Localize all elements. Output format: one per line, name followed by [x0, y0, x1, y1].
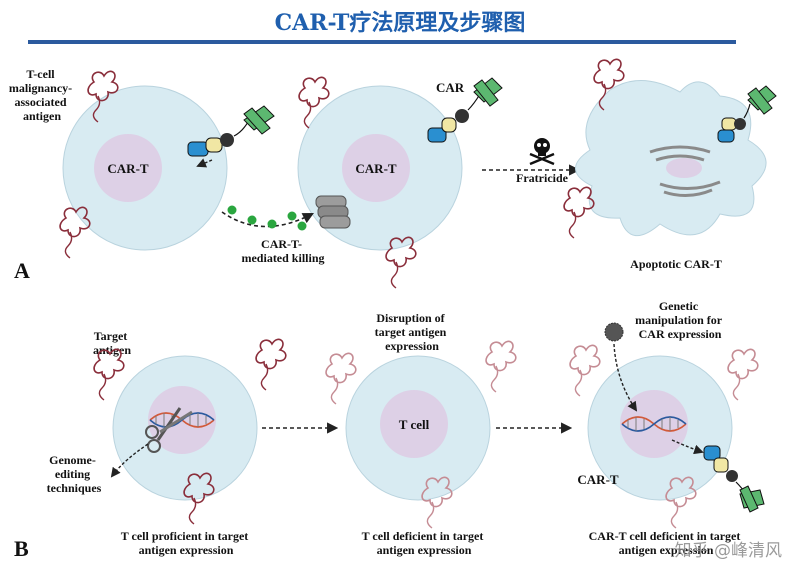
disruption-label: Disruption of target antigen expression [375, 311, 450, 353]
car-receptor-icon [717, 85, 777, 143]
genome-edit-arrow [110, 443, 149, 478]
fratricide-label: Fratricide [516, 171, 569, 185]
car-receptor-icon [187, 105, 275, 157]
car-receptor-icon [703, 445, 765, 513]
killing-arrow [221, 211, 314, 228]
antigen-faint-icon [569, 344, 601, 397]
cart-label-b: CAR-T [577, 472, 618, 487]
caption-proficient: T cell proficient in target antigen expr… [121, 529, 252, 557]
vector-arrow [613, 343, 638, 412]
cart-nucleus-1 [94, 134, 162, 202]
cart-nucleus-2 [342, 134, 410, 202]
cart-label-1: CAR-T [107, 161, 148, 176]
car-arrow [196, 158, 213, 168]
dna-helix-icon [621, 416, 687, 432]
killing-label: CAR-T- mediated killing [241, 237, 324, 265]
antigen-label-a: T-cell malignancy- associated antigen [9, 67, 75, 123]
antigen-faint-icon [727, 348, 759, 401]
fragmented-nucleus-icon [649, 145, 721, 197]
tcell-label: T cell [399, 417, 430, 432]
skull-icon [529, 138, 555, 166]
watermark: 知乎 @峰清风 [675, 541, 782, 561]
apoptotic-label: Apoptotic CAR-T [630, 257, 722, 271]
title-rule [28, 40, 736, 44]
page-title: CAR-T疗法原理及步骤图 [275, 10, 526, 36]
antigen-faint-icon [325, 352, 357, 405]
caption-deficient: T cell deficient in target antigen expre… [362, 529, 487, 557]
car-expression-arrow [671, 439, 704, 455]
killing-target-icon [315, 195, 351, 229]
genetic-manip-label: Genetic manipulation for CAR expression [635, 299, 725, 341]
scissors-icon [145, 407, 193, 453]
car-receptor-icon [427, 77, 503, 143]
cytotoxic-granules [227, 205, 307, 231]
nucleus-b2 [380, 390, 448, 458]
caption-cart-deficient: CAR-T cell deficient in target antigen e… [589, 529, 744, 557]
cart-label-2: CAR-T [355, 161, 396, 176]
panel-a-label: A [14, 258, 30, 283]
viral-vector-icon [604, 322, 624, 342]
antigen-icon [255, 338, 287, 391]
car-label: CAR [436, 80, 465, 95]
genome-editing-label: Genome- editing techniques [47, 453, 102, 495]
antigen-faint-icon [485, 340, 517, 393]
panel-b-label: B [14, 536, 29, 561]
